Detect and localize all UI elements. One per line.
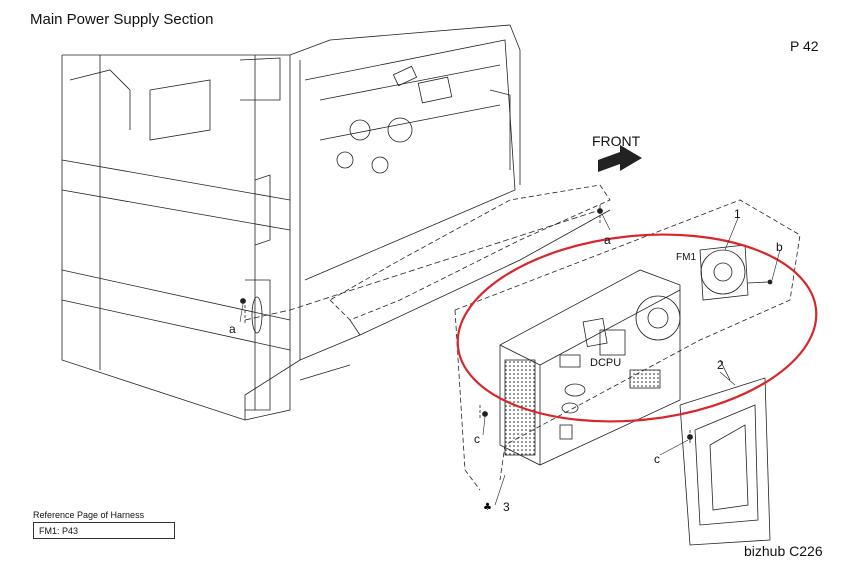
page-number: P 42: [790, 38, 819, 54]
front-arrow-icon: [598, 145, 642, 172]
power-supply-unit: [240, 199, 801, 546]
callout-b: b: [776, 240, 783, 254]
callout-part-3: 3: [503, 500, 510, 514]
callout-part-1: 1: [734, 207, 741, 221]
callout-c-left: c: [474, 432, 480, 446]
callout-a-left: a: [229, 322, 236, 336]
callout-part-2: 2: [717, 358, 724, 372]
page-title: Main Power Supply Section: [30, 11, 214, 28]
machine-frame: [61, 24, 691, 445]
reference-entry: FM1: P43: [33, 522, 175, 539]
callout-a-right: a: [604, 233, 611, 247]
callout-c-right: c: [654, 452, 660, 466]
callout-fm1: FM1: [676, 252, 696, 263]
model-name: bizhub C226: [744, 543, 823, 559]
callout-dcpu: DCPU: [590, 357, 622, 369]
club-symbol-icon: ♣: [483, 502, 492, 513]
reference-title: Reference Page of Harness: [33, 510, 145, 520]
front-label: FRONT: [592, 133, 641, 149]
highlight-ellipse: [456, 233, 818, 423]
